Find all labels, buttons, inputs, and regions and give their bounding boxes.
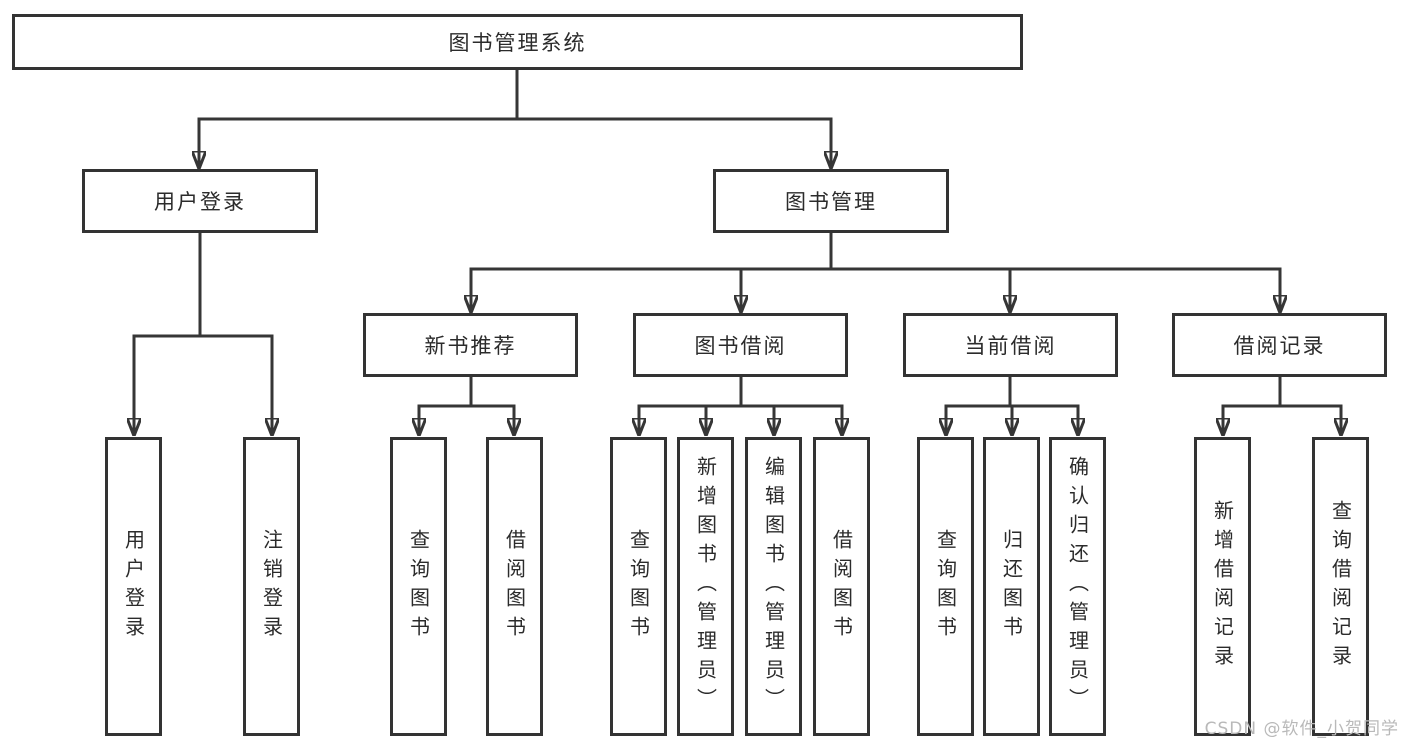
leaf-label: 查询图书	[626, 528, 651, 645]
leaf-label: 借阅图书	[502, 528, 527, 645]
leaf-label: 查询图书	[406, 528, 431, 645]
node-label: 当前借阅	[964, 334, 1057, 358]
node-library-management-system: 图书管理系统	[12, 14, 1023, 70]
leaf-label: 注销登录	[259, 528, 284, 645]
node-current-borrowing: 当前借阅	[903, 313, 1118, 377]
leaf-borrowing-query-books: 查询图书	[610, 437, 667, 736]
leaf-records-add-borrow-record: 新增借阅记录	[1194, 437, 1251, 736]
leaf-borrowing-add-books-admin: 新增图书（管理员）	[677, 437, 734, 736]
node-new-book-recommendation: 新书推荐	[363, 313, 578, 377]
node-label: 图书借阅	[694, 334, 787, 358]
leaf-label: 新增图书（管理员）	[693, 456, 718, 717]
leaf-label: 借阅图书	[829, 528, 854, 645]
leaf-label: 新增借阅记录	[1210, 499, 1235, 674]
leaf-newbook-borrow-books: 借阅图书	[486, 437, 543, 736]
leaf-current-return-books: 归还图书	[983, 437, 1040, 736]
leaf-logout: 注销登录	[243, 437, 300, 736]
leaf-borrowing-edit-books-admin: 编辑图书（管理员）	[745, 437, 802, 736]
leaf-label: 查询图书	[933, 528, 958, 645]
leaf-borrowing-borrow-books: 借阅图书	[813, 437, 870, 736]
node-label: 借阅记录	[1233, 334, 1326, 358]
node-label: 用户登录	[154, 190, 246, 214]
leaf-label: 编辑图书（管理员）	[761, 456, 786, 717]
leaf-newbook-query-books: 查询图书	[390, 437, 447, 736]
connector-trunks	[132, 68, 1343, 408]
leaf-label: 查询借阅记录	[1328, 499, 1353, 674]
leaf-user-login: 用户登录	[105, 437, 162, 736]
node-label: 图书管理	[785, 190, 877, 214]
node-book-management: 图书管理	[713, 169, 949, 233]
leaf-current-confirm-return-admin: 确认归还（管理员）	[1049, 437, 1106, 736]
leaf-label: 确认归还（管理员）	[1065, 456, 1090, 717]
leaf-label: 归还图书	[999, 528, 1024, 645]
node-user-login: 用户登录	[82, 169, 318, 233]
node-label: 新书推荐	[424, 334, 517, 358]
leaf-current-query-books: 查询图书	[917, 437, 974, 736]
node-borrowing-records: 借阅记录	[1172, 313, 1387, 377]
node-book-borrowing: 图书借阅	[633, 313, 848, 377]
watermark-csdn: CSDN @软件_小贺同学	[1204, 719, 1399, 739]
leaf-label: 用户登录	[121, 528, 146, 645]
leaf-records-query-borrow-record: 查询借阅记录	[1312, 437, 1369, 736]
node-label: 图书管理系统	[448, 31, 587, 55]
